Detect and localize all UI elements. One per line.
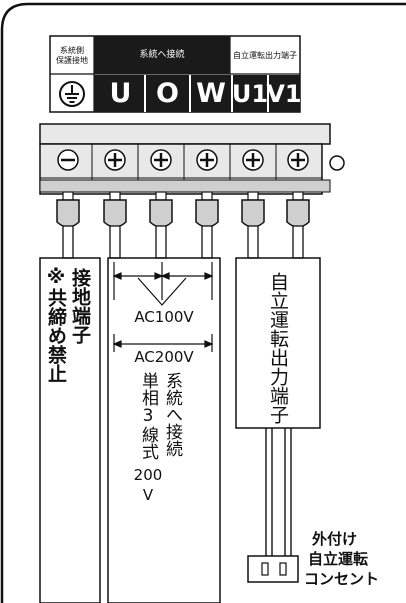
ground-terminal-box	[39, 257, 101, 603]
ground-terminal-label: 接地端子	[69, 268, 91, 344]
cable-u1	[241, 191, 265, 259]
ground-icon	[50, 75, 94, 112]
external-label-1: 外付け	[312, 530, 358, 548]
grid-connection-box	[107, 257, 221, 603]
grid-header-label: 系統へ接続	[139, 50, 185, 61]
terminal-label-strip	[94, 75, 300, 112]
standalone-output-box	[235, 257, 321, 429]
screw-icon-v1	[287, 149, 309, 171]
terminal-label-v1: V1	[266, 79, 302, 108]
external-label-3: コンセント	[304, 570, 380, 588]
grid-header-cell	[94, 36, 230, 74]
ground-note: ※共締め禁止	[45, 266, 67, 383]
screw-icon-u1	[242, 149, 264, 171]
cable-o	[149, 191, 173, 259]
mount-hole-icon	[329, 155, 345, 171]
terminal-label-u1: U1	[231, 79, 269, 108]
ac100-dimension	[112, 262, 214, 306]
single-phase-text: 単相3線式	[138, 372, 158, 460]
terminal-block	[39, 123, 345, 195]
ac200-label: AC200V	[134, 348, 194, 366]
external-outlet-cable	[247, 428, 299, 583]
terminal-screws	[57, 149, 309, 171]
cables	[56, 191, 310, 259]
ac200-dimension	[112, 334, 214, 352]
ground-header-label: 系統側 保護接地	[56, 46, 88, 65]
ac100-label: AC100V	[134, 308, 194, 326]
outlet-plug-icon	[247, 555, 299, 583]
standalone-header-label: 自立運転出力端子	[233, 50, 297, 60]
terminal-label-o: O	[156, 78, 179, 109]
screw-icon-ground	[57, 149, 79, 171]
screw-icon-o	[150, 149, 172, 171]
voltage-200: 200	[133, 466, 163, 484]
external-label-2: 自立運転	[308, 550, 369, 568]
grid-connect-text: 系統へ接続	[162, 372, 182, 457]
standalone-output-label: 自立運転出力端子	[267, 272, 289, 424]
screw-icon-w	[196, 149, 218, 171]
cable-w	[195, 191, 219, 259]
screw-icon-u	[104, 149, 126, 171]
terminal-label-u: U	[109, 78, 132, 109]
voltage-v: V	[142, 486, 154, 504]
cable-ground	[56, 191, 80, 259]
terminal-label-w: W	[196, 78, 226, 109]
cable-u	[103, 191, 127, 259]
cable-v1	[286, 191, 310, 259]
